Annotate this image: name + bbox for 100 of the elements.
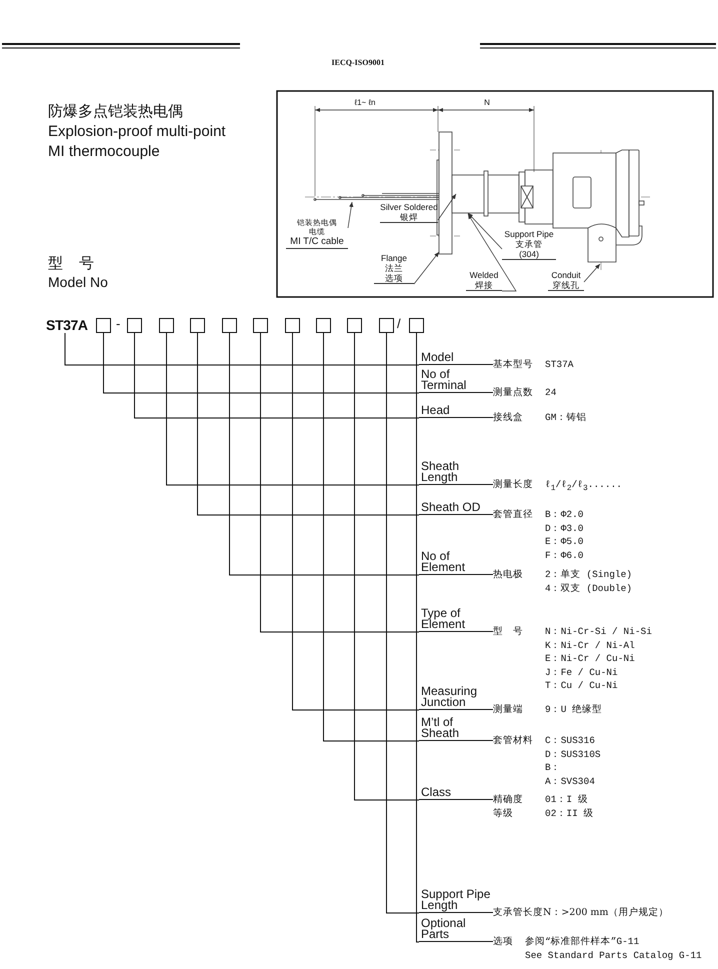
leader-line [414,252,440,284]
code-box [253,318,268,333]
callout-text: 选项 [384,273,404,283]
subtitle: Explosion-proof multi-point MI thermocouple [48,122,227,162]
connector-line [260,332,420,632]
callout-label [374,253,414,284]
dimension-label: ℓ1~ ℓn [354,98,376,107]
section-heading: 型 号 [48,254,94,273]
field-description: 套管材料 [493,735,533,747]
field-label: Class [419,787,493,800]
option-text: GM：铸铝 [545,412,586,424]
connector-line [292,332,420,710]
callout-text: Conduit [550,270,582,280]
option-text: A：SVS304 [545,776,595,788]
code-box [379,318,394,333]
field-description: 测量点数 [493,387,533,399]
field-description: 测量长度 [493,479,533,491]
option-text: J：Fe / Cu-Ni [545,666,618,679]
separator: - [116,316,120,331]
option-text: 9：U 绝缘型 [545,704,602,716]
callout-text: Support Pipe [503,229,555,239]
field-label: Measuring Junction [419,686,493,710]
field-label: No of Terminal [419,369,493,393]
option-text: 02：II 级 [545,808,594,820]
callout-text: 法兰 [384,263,404,273]
connector-line [134,332,420,418]
title: 防爆多点铠装热电偶 [48,103,183,121]
connector-line [323,332,420,742]
field-label: Sheath Length [419,461,493,485]
option-text: 参阅“标准部件样本”G-11 [525,936,640,948]
option-text: B： [545,762,561,774]
model-code: ST37A [46,317,88,333]
callout-text: 银焊 [399,212,419,222]
code-box [190,318,205,333]
option-text: ℓ$_{1}$/ℓ$_{2}$/ℓ$_{3}$...... [545,479,622,495]
field-description: 热电极 [493,569,523,581]
connector-line [64,332,420,366]
callout-text: 支承管 [514,239,544,249]
option-text: E：Ni-Cr / Cu-Ni [545,653,635,666]
code-box [159,318,174,333]
callout-text: MI T/C cable [289,236,345,248]
leader-line [348,202,354,228]
connector-line [416,332,420,942]
field-description: 套管直径 [493,509,533,521]
option-text: T：Cu / Cu-Ni [545,680,618,692]
connector-line [229,332,420,576]
field-label: Head [419,405,493,418]
code-box [316,318,331,333]
callout-text: 穿线孔 [552,280,580,290]
callout-text: Flange [380,253,408,263]
field-description: 等级 [493,808,513,820]
field-label: No of Element [419,551,493,575]
field-label: Optional Parts [419,918,493,942]
section-heading: Model No [48,274,108,290]
dimension-label: N [483,98,491,107]
code-box [96,318,111,333]
code-box [409,318,424,333]
code-box [285,318,300,333]
field-label: M’tl of Sheath [419,717,493,741]
option-text: 4：双支 (Double) [545,582,632,595]
callout-label [466,270,502,291]
option-text: 24 [545,387,556,399]
code-box [127,318,142,333]
connector-line [103,332,420,394]
field-label: Type of Element [419,608,493,632]
label: IECQ-ISO9001 [330,58,386,67]
connector-line [354,332,420,800]
field-description: 支承管长度N：>200 mm（用户规定） [493,907,668,919]
separator: / [397,316,401,331]
callout-label [548,270,584,291]
option-text: N：Ni-Cr-Si / Ni-Si [545,626,652,638]
option-text: D：SUS310S [545,748,601,761]
field-label: Sheath OD [419,502,493,515]
connector-line [197,332,420,516]
option-text: D：Φ3.0 [545,522,584,535]
option-text: 01：I 级 [545,794,588,806]
option-text: ST37A [545,359,574,371]
callout-text: Welded [468,270,500,280]
leader-line [468,212,502,250]
field-label: Support Pipe Length [419,889,493,913]
callout-text: (304) [518,249,540,259]
connector-line [166,332,420,486]
code-box [347,318,362,333]
leader-line [584,264,600,282]
leader-line [438,194,456,220]
code-box [222,318,237,333]
option-text: C：SUS316 [545,735,595,747]
option-text: F：Φ6.0 [545,550,584,562]
field-description: 选项 [493,936,513,948]
leader-line [468,214,517,292]
option-text: 2：单支 (Single) [545,569,632,581]
field-description: 精确度 [493,794,523,806]
field-label: Model [419,352,493,365]
option-text: K：Ni-Cr / Ni-Al [545,640,635,652]
field-description: 基本型号 [493,359,533,371]
callout-label [286,218,348,249]
option-text: E：Φ5.0 [545,536,584,548]
option-text: See Standard Parts Catalog G-11 [525,950,702,962]
callout-text: 焊接 [474,280,494,290]
option-text: B：Φ2.0 [545,509,584,521]
